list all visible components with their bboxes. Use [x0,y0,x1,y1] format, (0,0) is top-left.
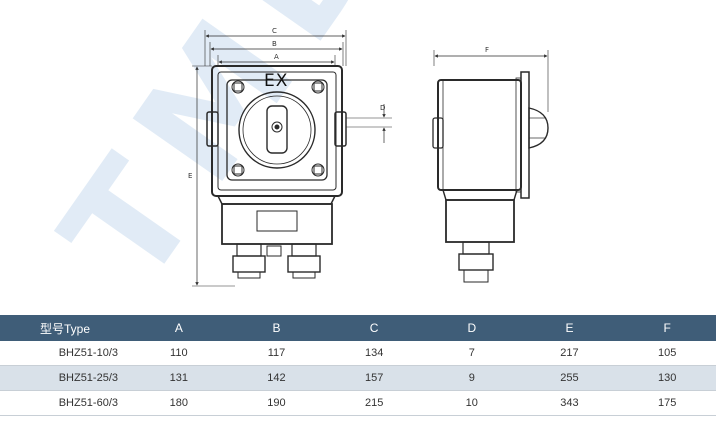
dim-label-f: F [485,46,489,54]
cell-type: BHZ51-25/3 [0,365,130,391]
table-row: BHZ51-10/3 110 117 134 7 217 105 [0,341,716,366]
cell-d: 7 [422,341,521,366]
cell-f: 175 [618,390,716,416]
cell-d: 9 [422,365,521,391]
table-row: BHZ51-25/3 131 142 157 9 255 130 [0,365,716,391]
cell-a: 131 [130,365,228,391]
dim-label-a: A [274,53,279,61]
cell-d: 10 [422,390,521,416]
ex-mark: EX [264,71,288,91]
side-view [432,50,549,283]
cell-c: 134 [325,341,423,366]
technical-drawing: C B A E D EX F [188,27,549,287]
cell-a: 180 [130,390,228,416]
header-c: C [325,315,423,341]
dim-label-d: D [380,104,385,112]
cell-a: 110 [130,341,228,366]
header-e: E [520,315,619,341]
cell-f: 105 [618,341,716,366]
cell-type: BHZ51-10/3 [0,341,130,366]
header-type: 型号Type [0,315,130,341]
table-header-row: 型号Type A B C D E F [0,315,716,341]
dim-label-c: C [272,27,277,35]
header-b: B [227,315,326,341]
cell-f: 130 [618,365,716,391]
cell-b: 117 [227,341,326,366]
header-f: F [618,315,716,341]
front-view [192,30,392,287]
cell-e: 343 [520,390,619,416]
cell-c: 215 [325,390,423,416]
dim-label-e: E [188,172,192,180]
cell-e: 217 [520,341,619,366]
cell-b: 142 [227,365,326,391]
spec-table: 型号Type A B C D E F BHZ51-10/3 110 117 13… [0,315,716,416]
header-d: D [422,315,521,341]
table-row: BHZ51-60/3 180 190 215 10 343 175 [0,390,716,416]
cell-e: 255 [520,365,619,391]
cell-b: 190 [227,390,326,416]
cell-c: 157 [325,365,423,391]
dim-label-b: B [272,40,277,48]
cell-type: BHZ51-60/3 [0,390,130,416]
header-a: A [130,315,228,341]
